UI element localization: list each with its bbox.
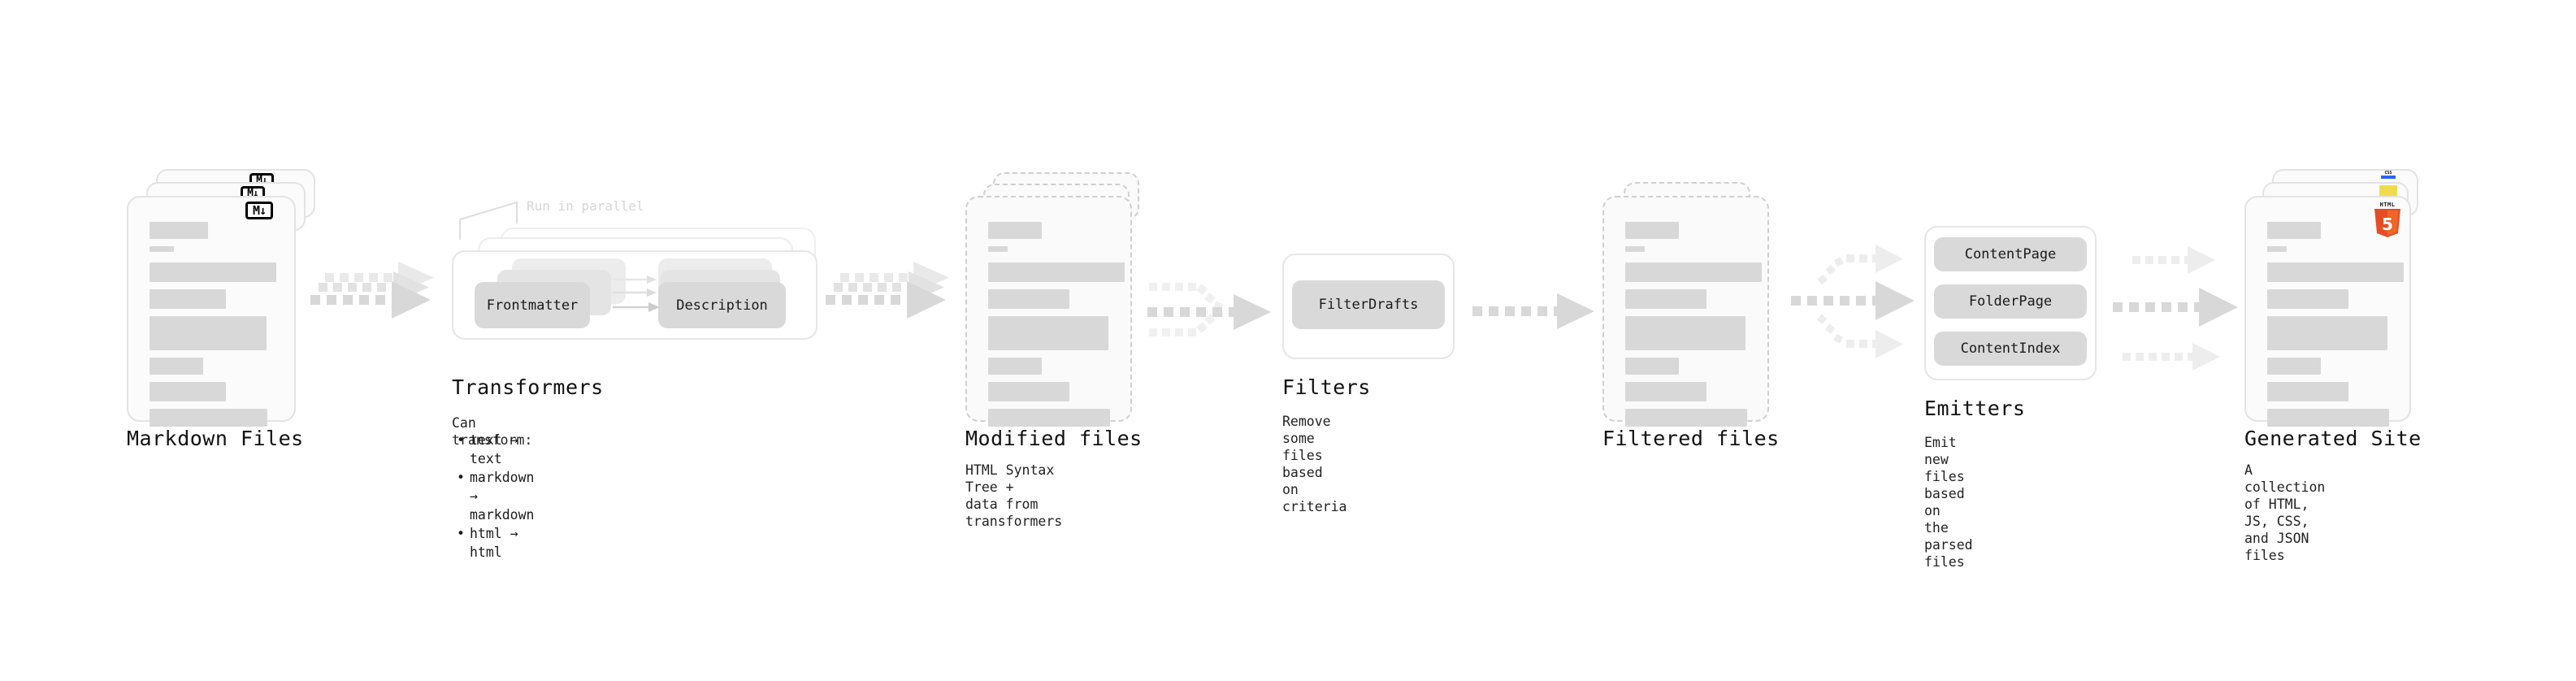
stage-sub-filters: Remove some files based on criteria [1282,414,1347,514]
stage-title-filtered-files: Filtered files [1602,427,1780,450]
filtered-file-card-front [1602,196,1769,427]
site-file-card-front [2244,196,2411,427]
markdown-icon: M↓ [245,202,273,219]
arrow-transformers-to-modified [826,262,949,319]
arrow-filters-to-filtered [1472,293,1594,329]
emitter-chip-contentpage[interactable]: ContentPage [1934,237,2087,271]
stage-sub-modified-files: HTML Syntax Tree + data from transformer… [965,462,1063,529]
stage-sub-generated-site: A collection of HTML, JS, CSS, and JSON … [2244,462,2326,563]
svg-text:5: 5 [2382,215,2393,234]
arrow-modified-to-filters [1147,283,1271,336]
list-item: • html → html [457,526,518,560]
stage-title-filters: Filters [1282,375,1371,399]
html5-icon: HTML 5 [2373,202,2402,237]
arrow-emitters-to-site [2113,246,2238,371]
stage-title-emitters: Emitters [1924,397,2026,420]
transformer-internal-arrows [613,275,660,312]
stage-sub-transformers: Can transform: [452,415,533,448]
list-item: • markdown → markdown [457,470,535,523]
markdown-placeholder-lines [150,222,276,434]
arrow-filtered-to-emitters [1791,245,1915,358]
bullet-text: markdown → markdown [470,470,535,523]
html5-icon-caption: HTML [2379,202,2396,208]
css-icon: CSS [2381,171,2396,179]
stage-sub-emitters: Emit new files based on the parsed files [1924,435,1973,570]
js-icon [2379,185,2397,197]
markdown-file-card-front [127,196,296,427]
emitter-chip-folderpage[interactable]: FolderPage [1934,284,2087,319]
run-in-parallel-bracket [459,201,518,240]
arrow-markdown-to-transformers [310,262,434,319]
transformer-chip-description[interactable]: Description [658,282,786,328]
transformers-bullet-list: • text → text • markdown → markdown • ht… [452,431,534,562]
emitter-chip-contentindex[interactable]: ContentIndex [1934,332,2087,366]
stage-title-modified-files: Modified files [965,427,1143,450]
run-in-parallel-label: Run in parallel [527,198,644,214]
filtered-placeholder-lines [1625,222,1762,434]
filter-chip-filterdrafts[interactable]: FilterDrafts [1292,280,1445,329]
stage-title-markdown-files: Markdown Files [127,427,304,450]
bullet-text: text → text [470,432,518,466]
stage-title-generated-site: Generated Site [2244,427,2422,450]
stage-title-transformers: Transformers [452,375,604,399]
site-placeholder-lines [2267,222,2404,434]
modified-placeholder-lines [988,222,1125,434]
list-item: • text → text [457,432,518,466]
transformer-chip-frontmatter[interactable]: Frontmatter [475,282,590,328]
bullet-text: html → html [470,526,518,560]
modified-file-card-front [965,196,1132,427]
